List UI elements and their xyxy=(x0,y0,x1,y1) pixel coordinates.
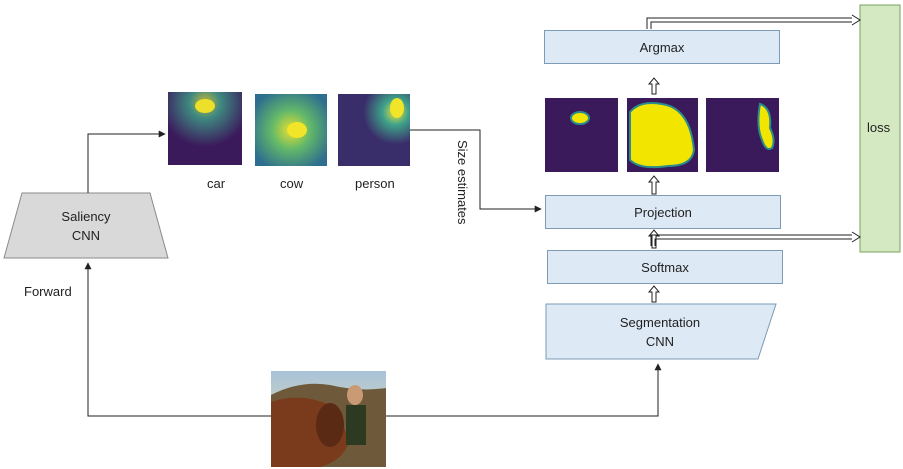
softmax-label: Softmax xyxy=(641,259,689,275)
arrow-masks-to-argmax xyxy=(647,77,661,95)
saliency-map-cow xyxy=(255,94,327,166)
saliency-cnn-label: Saliency CNN xyxy=(36,207,136,245)
projection-label: Projection xyxy=(634,204,692,220)
loss-label: loss xyxy=(867,120,891,135)
segmentation-cnn-line2: CNN xyxy=(645,334,675,349)
map-label-cow: cow xyxy=(280,176,304,191)
arrow-projection-to-masks xyxy=(647,175,661,195)
arrow-photo-to-saliency-cnn xyxy=(84,262,271,417)
saliency-map-person xyxy=(338,94,410,166)
input-photo xyxy=(271,371,386,467)
arrow-segmentation-to-softmax xyxy=(647,285,661,303)
arrow-argmax-to-loss xyxy=(646,14,861,29)
saliency-cnn-line2: CNN xyxy=(71,228,101,243)
loss-box xyxy=(859,4,901,253)
argmax-box: Argmax xyxy=(544,30,780,64)
saliency-cnn-line1: Saliency xyxy=(61,209,111,224)
forward-label: Forward xyxy=(24,284,72,299)
map-label-person: person xyxy=(355,176,395,191)
segmentation-cnn-line1: Segmentation xyxy=(619,315,701,330)
projection-box: Projection xyxy=(545,195,781,229)
size-estimates-label: Size estimates xyxy=(455,140,470,225)
mask-car xyxy=(545,98,618,172)
arrow-size-estimates xyxy=(410,129,542,213)
softmax-box: Softmax xyxy=(547,250,783,284)
map-label-car: car xyxy=(207,176,226,191)
arrow-photo-to-segmentation-cnn xyxy=(386,363,662,417)
saliency-cnn-shape xyxy=(3,192,169,259)
saliency-map-car xyxy=(168,92,242,165)
argmax-label: Argmax xyxy=(639,39,685,55)
mask-cow xyxy=(627,98,698,172)
segmentation-cnn-label: Segmentation CNN xyxy=(600,313,720,351)
segmentation-cnn-shape xyxy=(545,303,777,360)
arrow-softmax-to-loss xyxy=(650,231,861,246)
arrow-saliency-cnn-to-maps xyxy=(87,130,166,193)
mask-person xyxy=(706,98,779,172)
